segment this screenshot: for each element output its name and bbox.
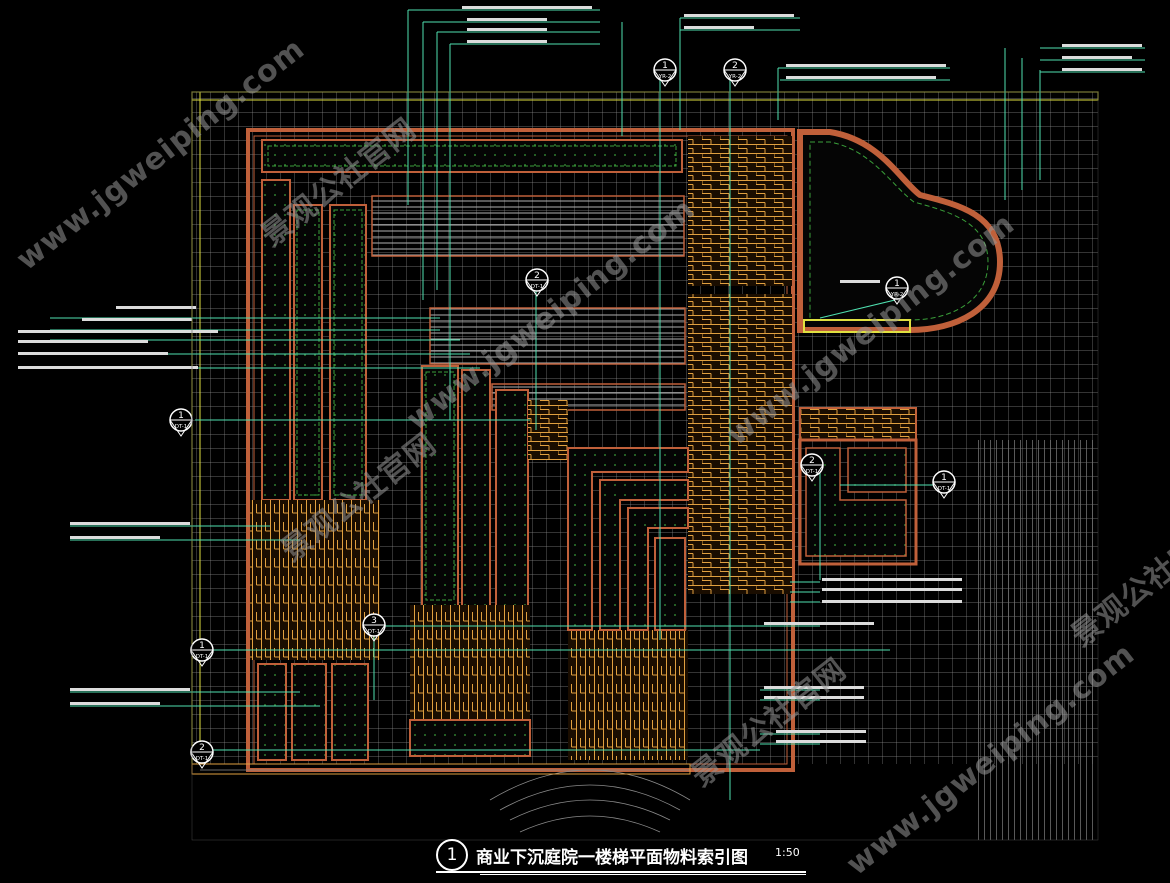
section-marker: 3DT-1: [362, 613, 386, 642]
section-marker-number: 1: [662, 61, 668, 71]
bottom-left-planters: [257, 663, 531, 761]
section-marker-number: 3: [371, 616, 377, 626]
section-marker-ref: DT-1: [368, 629, 381, 635]
section-marker-ref: YR-2: [658, 74, 671, 80]
section-marker-ref: DT-1: [531, 284, 544, 290]
wood-decks: [250, 136, 792, 760]
section-marker: 2DT-1: [800, 453, 824, 482]
section-marker-number: 2: [809, 456, 815, 466]
section-marker-number: 1: [178, 411, 184, 421]
section-marker: 2DT-1: [525, 268, 549, 297]
sheet-frame: [191, 91, 1099, 841]
top-planter-hedge: [267, 145, 677, 167]
annotation-notes: [18, 6, 1142, 743]
l-planters: [567, 447, 689, 631]
section-marker-number: 2: [732, 61, 738, 71]
title-text: 商业下沉庭院一楼梯平面物料索引图: [476, 847, 748, 868]
section-marker-ref: DT-1: [196, 654, 209, 660]
pool-leader: [819, 299, 896, 319]
drawing-title: 1 商业下沉庭院一楼梯平面物料索引图: [436, 838, 748, 872]
grey-deck-strips: [371, 195, 686, 411]
section-markers: 1YR-22YR-22DT-11DT-12DT-11DT-13DT-11DT-1…: [169, 58, 956, 769]
drawing-scale: 1:50: [775, 846, 800, 859]
section-marker: 1DT-1: [169, 408, 193, 437]
section-marker: 1DT-1: [190, 638, 214, 667]
leader-lines: [373, 10, 1041, 800]
section-marker: 2DT-1: [190, 740, 214, 769]
section-marker: 1DT-1: [932, 470, 956, 499]
stair-zone: [975, 440, 1098, 840]
section-marker-number: 2: [534, 271, 540, 281]
section-marker-ref: YR-2: [890, 292, 903, 298]
section-marker-number: 1: [941, 473, 947, 483]
section-marker-number: 1: [894, 279, 900, 289]
right-planters: [798, 407, 918, 566]
top-planter: [261, 139, 683, 173]
bottom-arc-paving: [200, 769, 691, 833]
section-marker-ref: DT-1: [196, 756, 209, 762]
section-marker-number: 2: [199, 743, 205, 753]
title-underline-thin: [480, 874, 806, 875]
section-marker-ref: DT-1: [175, 424, 188, 430]
section-marker-ref: YR-2: [728, 74, 741, 80]
section-marker: 1YR-2: [885, 276, 909, 305]
title-underline: [436, 871, 806, 873]
middle-planters: [421, 365, 529, 607]
section-marker-ref: DT-1: [806, 469, 819, 475]
section-marker: 2YR-2: [723, 58, 747, 87]
section-marker-number: 1: [199, 641, 205, 651]
section-marker: 1YR-2: [653, 58, 677, 87]
section-marker-ref: DT-1: [938, 486, 951, 492]
pool-edge: [803, 319, 911, 333]
title-number-bubble: 1: [436, 839, 468, 871]
water-feature-inner: [809, 141, 989, 321]
